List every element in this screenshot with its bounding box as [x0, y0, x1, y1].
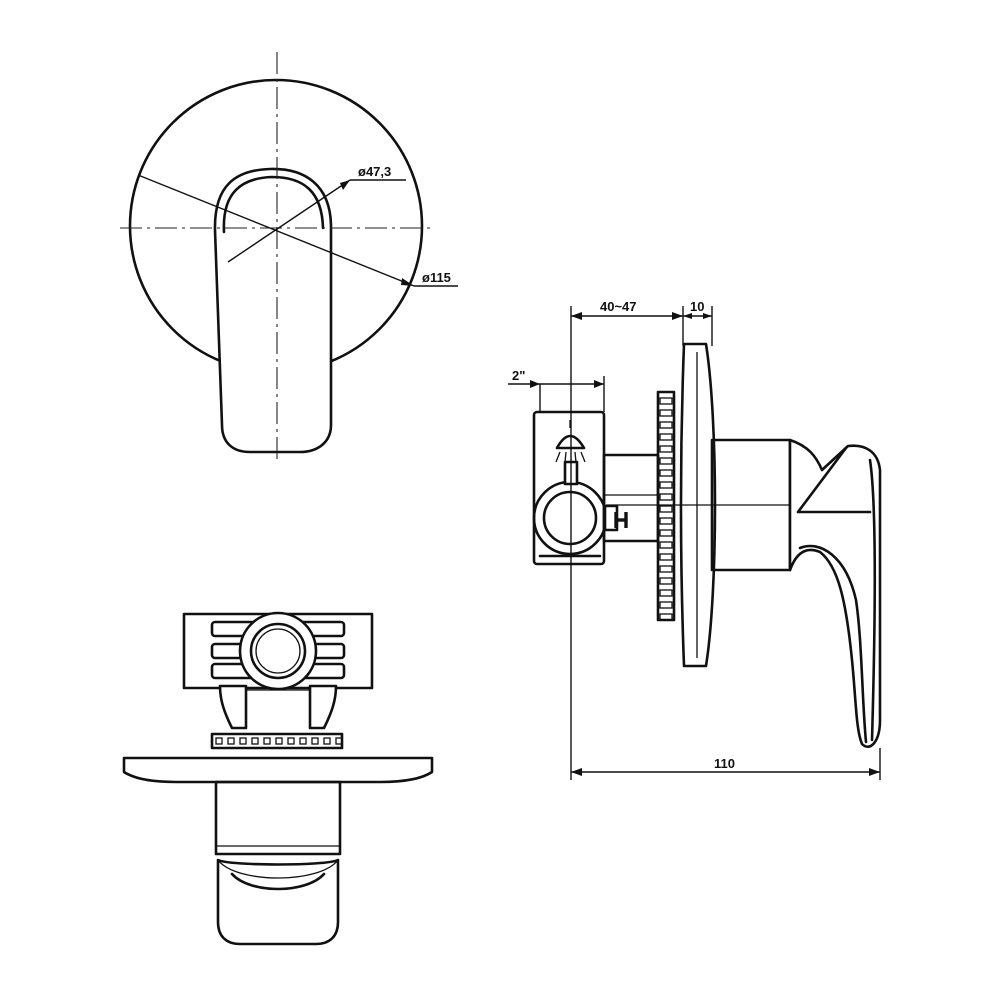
front-view: ø47,3 ø115: [120, 52, 458, 462]
top-port-inner: [249, 622, 307, 680]
top-flange-rib: [287, 737, 295, 745]
plate-diameter-arrow: [401, 278, 414, 286]
top-bracket-left: [218, 684, 248, 730]
flange-rib: [659, 601, 673, 609]
flange-rib: [659, 565, 673, 573]
top-cover-plate: [122, 756, 434, 784]
top-handle-inner: [230, 872, 326, 891]
flange-rib: [659, 613, 673, 621]
inlet-port-inner: [542, 490, 598, 546]
flange-rib: [659, 409, 673, 417]
flange-rib: [659, 589, 673, 597]
plate-thickness-label: 10: [690, 299, 704, 314]
top-flange-rib: [251, 737, 259, 745]
shower-icon: [555, 420, 586, 463]
side-view: [532, 342, 882, 748]
flange-rib: [659, 517, 673, 525]
top-flange-rib: [323, 737, 331, 745]
side-dimensions: 40~47 10 2" 110: [508, 299, 881, 780]
top-flange-rib: [227, 737, 235, 745]
top-flange-rib: [311, 737, 319, 745]
flange-ribs: [659, 397, 673, 621]
handle-diameter-label: ø47,3: [358, 164, 391, 179]
top-flange-rib: [335, 737, 343, 745]
top-flange-rib: [275, 737, 283, 745]
flange-rib: [659, 553, 673, 561]
hot-water-mark: [614, 512, 628, 528]
handle-diameter-leader: [227, 179, 351, 263]
flange-rib: [659, 577, 673, 585]
flange-rib: [659, 541, 673, 549]
top-handle: [216, 858, 340, 946]
top-sleeve: [214, 780, 342, 856]
top-flange-rib: [239, 737, 247, 745]
top-flange-rib: [299, 737, 307, 745]
cover-plate-side: [679, 342, 717, 668]
side-handle-curve: [868, 458, 877, 742]
side-handle-inner: [796, 446, 872, 744]
plate-diameter-label: ø115: [422, 270, 451, 285]
flange-rib: [659, 421, 673, 429]
inlet-size-label: 2": [512, 368, 525, 383]
overall-depth-label: 110: [714, 756, 735, 771]
flange-rib: [659, 469, 673, 477]
flange-rib: [659, 397, 673, 405]
flange-rib: [659, 493, 673, 501]
depth-range-label: 40~47: [600, 299, 637, 314]
top-bracket-right: [308, 684, 338, 730]
flange-rib: [659, 505, 673, 513]
front-handle: [213, 167, 333, 454]
top-flange: [210, 732, 344, 750]
flange-rib: [659, 445, 673, 453]
flange-rib: [659, 481, 673, 489]
plate-diameter-leader: [137, 174, 415, 287]
top-flange-rib: [215, 737, 223, 745]
flange-rib: [659, 433, 673, 441]
top-view: [122, 611, 434, 946]
flange-rib: [659, 457, 673, 465]
flange-rib: [659, 529, 673, 537]
top-flange-rib: [263, 737, 271, 745]
handle-diameter-arrow: [340, 180, 350, 190]
side-handle: [788, 438, 882, 748]
